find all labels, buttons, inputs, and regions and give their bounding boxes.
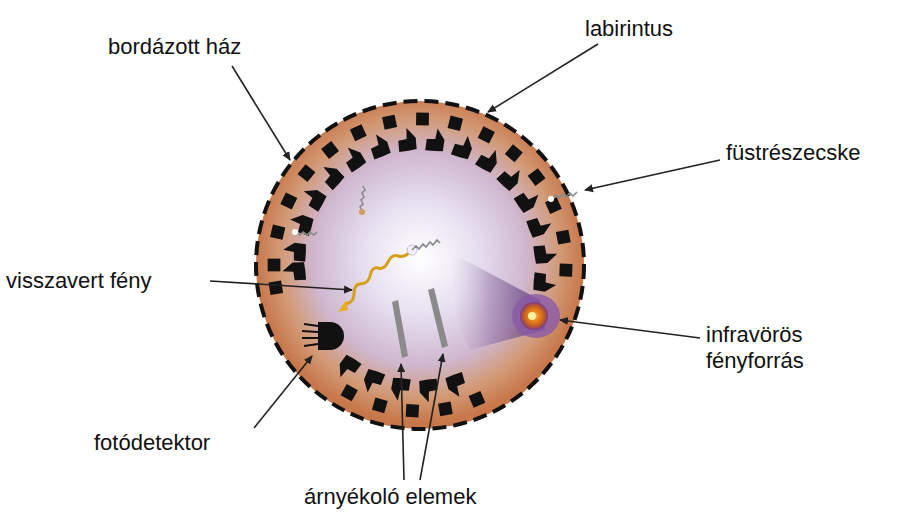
labyrinth-piece — [338, 382, 360, 404]
labyrinth-piece — [265, 220, 290, 245]
labyrinth-piece — [283, 236, 314, 267]
labyrinth-piece — [400, 398, 425, 423]
labyrinth-piece — [496, 170, 522, 192]
labyrinth-piece — [504, 143, 524, 163]
shield — [428, 288, 448, 348]
part-label: bordázott ház — [108, 34, 241, 60]
labyrinth-piece — [526, 240, 557, 270]
labyrinth-piece — [283, 255, 314, 285]
labyrinth-piece — [475, 124, 498, 147]
housing — [256, 101, 584, 429]
labyrinth-piece — [420, 128, 451, 159]
labyrinth-piece — [263, 275, 288, 300]
particle — [359, 209, 365, 215]
labyrinth-piece — [368, 393, 392, 417]
labyrinth-piece — [441, 367, 469, 397]
labyrinth-piece — [320, 140, 340, 160]
ir-source-core — [528, 312, 536, 320]
labyrinth-piece — [443, 111, 468, 136]
labyrinth-piece — [433, 396, 458, 421]
labyrinth-piece — [522, 215, 552, 242]
reflected-light-head — [338, 300, 348, 312]
labyrinth-piece — [393, 128, 423, 159]
ir-source — [520, 302, 548, 330]
shield — [392, 300, 408, 358]
part-label: füstrészecske — [726, 140, 861, 166]
labyrinth-piece — [473, 150, 502, 176]
housing-outline — [256, 101, 584, 429]
particle — [548, 196, 554, 202]
part-label: árnyékoló elemek — [304, 484, 476, 510]
particle-traces — [296, 186, 577, 250]
labyrinth-piece — [261, 252, 286, 277]
labyrinth-piece — [465, 388, 488, 411]
reflected-light — [346, 252, 410, 304]
labyrinth-piece — [526, 167, 546, 187]
labyrinth-piece — [277, 190, 300, 213]
labyrinth — [261, 106, 578, 423]
labyrinth-piece — [345, 148, 368, 174]
labyrinth-piece — [447, 136, 478, 166]
leader-lines — [210, 44, 720, 480]
labyrinth-piece — [512, 192, 539, 215]
part-label: fotódetektor — [94, 430, 210, 456]
labyrinth-piece — [304, 185, 331, 214]
labyrinth-piece — [323, 165, 345, 191]
labyrinth-piece — [525, 267, 556, 298]
labyrinth-piece — [412, 371, 442, 402]
part-label: infravörös fényforrás — [706, 322, 876, 374]
labyrinth-piece — [368, 135, 395, 164]
part-label: labirintus — [585, 16, 673, 42]
labyrinth-piece — [384, 370, 415, 401]
labyrinth-piece — [297, 163, 317, 183]
part-label: visszavert fény — [6, 268, 152, 294]
particle — [292, 229, 298, 235]
labyrinth-piece — [551, 225, 576, 250]
labyrinth-piece — [358, 363, 389, 392]
labyrinth-piece — [410, 106, 435, 131]
photodetector — [302, 322, 344, 350]
labyrinth-piece — [335, 351, 364, 377]
labyrinth-piece — [290, 209, 320, 240]
labyrinth-piece — [347, 121, 370, 144]
source-halo — [512, 294, 560, 338]
labyrinth-piece — [542, 194, 565, 217]
labyrinth-piece — [377, 110, 402, 135]
labyrinth-piece — [553, 257, 578, 282]
